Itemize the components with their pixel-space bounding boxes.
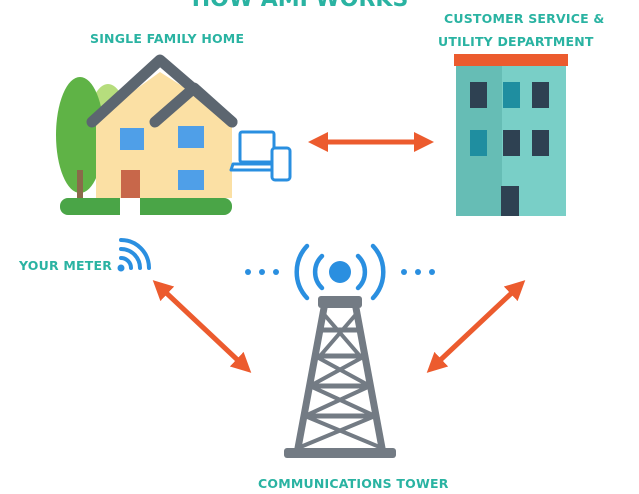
house-icon <box>56 54 238 215</box>
utility-label-line1: CUSTOMER SERVICE & <box>444 11 605 26</box>
arrow-meter-tower <box>152 280 252 373</box>
building-icon <box>454 54 568 216</box>
tower-icon <box>284 296 396 458</box>
utility-label-line2: UTILITY DEPARTMENT <box>438 34 594 49</box>
devices-icon <box>229 130 292 182</box>
meter-label: YOUR METER <box>19 258 113 273</box>
tower-label: COMMUNICATIONS TOWER <box>258 476 449 491</box>
tower-signal-icon <box>245 243 435 301</box>
meter-signal-icon <box>117 238 151 272</box>
home-label: SINGLE FAMILY HOME <box>90 31 245 46</box>
arrow-tower-utility <box>426 280 526 373</box>
page-title: HOW AMI WORKS <box>150 0 450 12</box>
